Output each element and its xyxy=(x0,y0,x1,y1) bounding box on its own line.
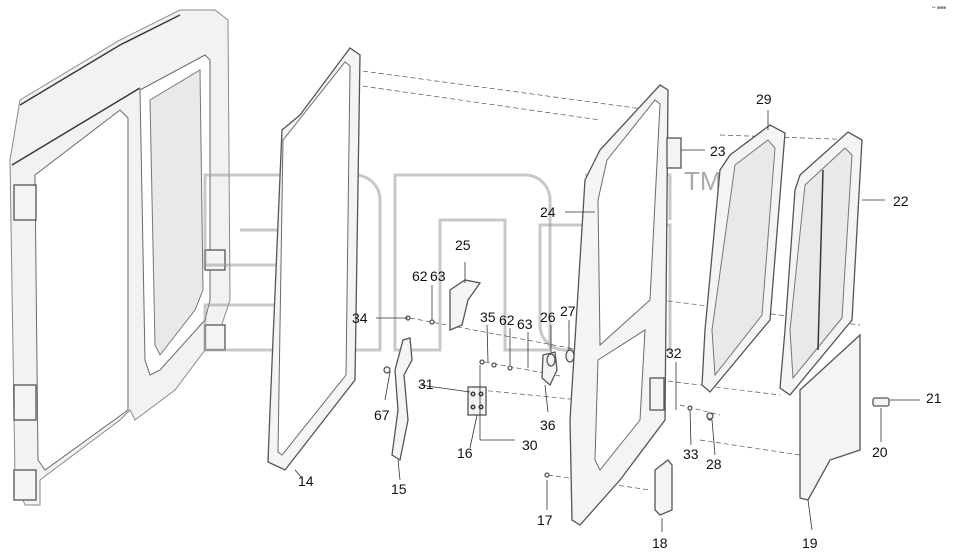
hinge-lower xyxy=(649,377,665,411)
callout-63-left: 63 xyxy=(430,268,446,284)
callout-labels: 14 15 16 17 18 19 20 21 22 23 24 25 26 2… xyxy=(298,91,942,551)
callout-25: 25 xyxy=(455,237,471,253)
leader-lines xyxy=(294,110,920,532)
callout-34: 34 xyxy=(352,310,368,326)
callout-21: 21 xyxy=(926,390,942,406)
screw-28 xyxy=(706,412,714,420)
hinge-plate-16 xyxy=(467,386,487,416)
callout-22: 22 xyxy=(893,193,909,209)
callout-29: 29 xyxy=(756,91,772,107)
callout-18: 18 xyxy=(652,535,668,551)
callout-14: 14 xyxy=(298,473,314,489)
callout-26: 26 xyxy=(540,309,556,325)
callout-19: 19 xyxy=(802,535,818,551)
corner-mark: •• ■■■ xyxy=(932,5,946,11)
hinge-23 xyxy=(666,137,682,169)
door-shell-24 xyxy=(569,84,669,526)
callout-35: 35 xyxy=(480,309,496,325)
trim-strip-15 xyxy=(391,337,413,462)
armrest-18 xyxy=(654,459,673,516)
cab-frame xyxy=(9,9,231,506)
callout-20: 20 xyxy=(872,444,888,460)
callout-36: 36 xyxy=(540,417,556,433)
callout-33: 33 xyxy=(683,446,699,462)
callout-28: 28 xyxy=(706,456,722,472)
callout-15: 15 xyxy=(391,481,407,497)
lock-cylinder-26 xyxy=(546,353,556,367)
window-glass-22 xyxy=(779,131,863,396)
handle-25 xyxy=(449,279,482,331)
callout-31: 31 xyxy=(418,376,434,392)
seal-ring-27 xyxy=(565,349,575,363)
fastener-67 xyxy=(383,366,391,374)
callout-62-left: 62 xyxy=(412,268,428,284)
callout-63-right: 63 xyxy=(517,316,533,332)
handle-20 xyxy=(872,397,890,407)
window-frame-29 xyxy=(701,124,786,393)
callout-32: 32 xyxy=(666,345,682,361)
callout-16: 16 xyxy=(457,445,473,461)
callout-67: 67 xyxy=(374,407,390,423)
callout-23: 23 xyxy=(710,143,726,159)
callout-24: 24 xyxy=(540,204,556,220)
callout-62-right: 62 xyxy=(499,312,515,328)
door-seal-14 xyxy=(267,47,361,471)
door-panel-19 xyxy=(799,333,861,501)
callout-30: 30 xyxy=(522,437,538,453)
callout-27: 27 xyxy=(560,303,576,319)
watermark-tm: TM xyxy=(684,166,722,196)
callout-17: 17 xyxy=(537,512,553,528)
